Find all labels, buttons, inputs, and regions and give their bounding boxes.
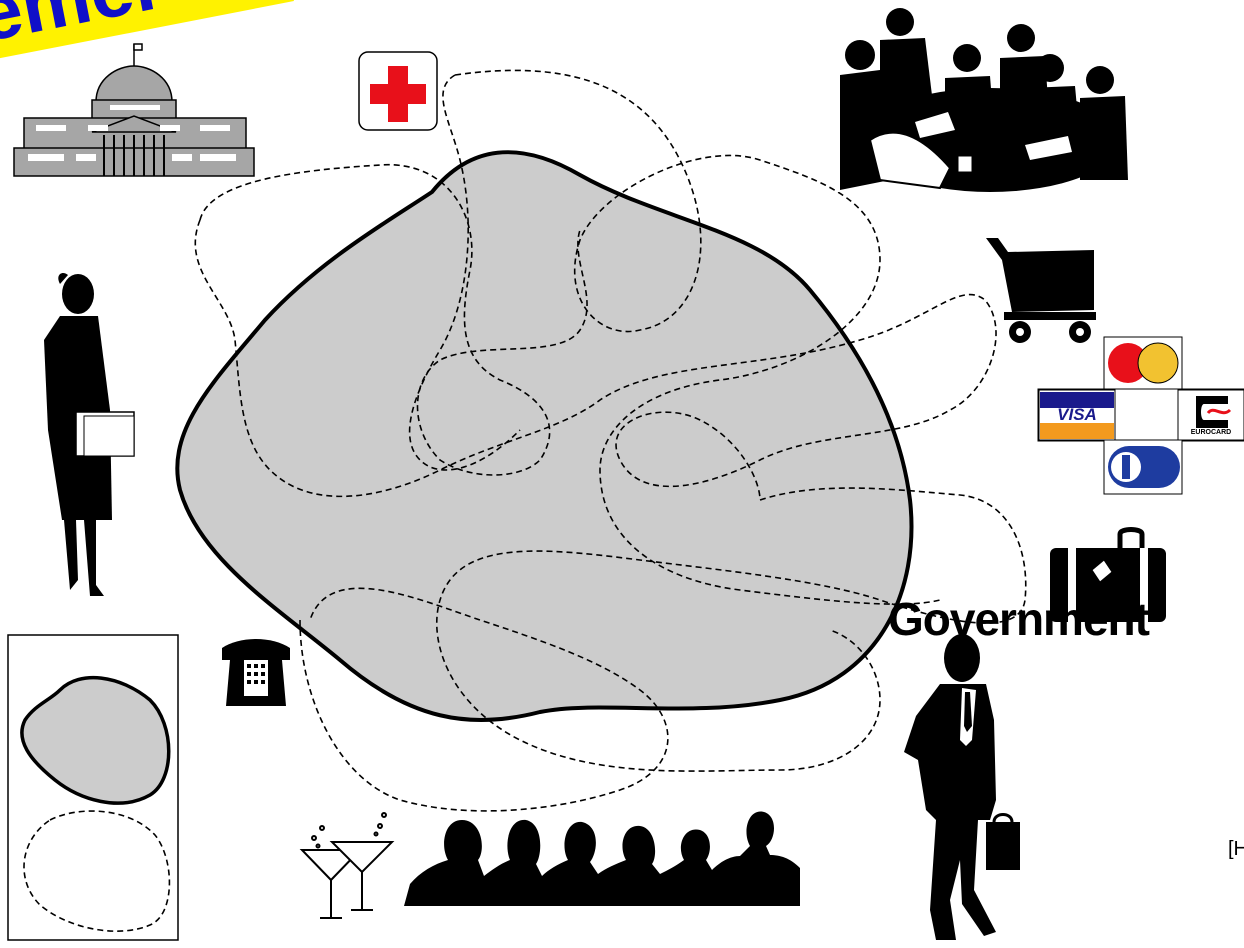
dashed-boundary <box>199 164 588 476</box>
cut-off-label: [H <box>1228 838 1244 860</box>
visa-card-label: VISA <box>1057 405 1097 424</box>
main-blob <box>175 150 914 723</box>
dashed-boundary <box>194 219 997 501</box>
dashed-boundary <box>436 487 1027 772</box>
business-meeting-icon <box>838 8 1130 192</box>
credit-cards-icon <box>1037 336 1244 495</box>
inset-legend-box <box>7 634 179 941</box>
businesswoman-icon <box>44 273 135 596</box>
government-label: Government <box>888 593 1150 645</box>
telephone-icon <box>222 639 290 706</box>
dashed-boundary <box>299 587 669 812</box>
cocktail-glasses-icon <box>299 812 395 919</box>
eurocard-label: EUROCARD <box>1190 429 1232 436</box>
shopping-cart-icon <box>986 238 1096 343</box>
inset-dashed-outline <box>23 810 171 932</box>
businessman-icon <box>904 634 1020 940</box>
inset-gray-blob <box>20 676 171 805</box>
first-aid-cross-icon <box>358 51 438 131</box>
government-building-icon <box>13 43 255 177</box>
dashed-boundary <box>454 69 941 605</box>
audience-silhouettes-icon <box>404 811 800 906</box>
dashed-boundaries <box>194 69 1027 812</box>
luggage-icon <box>1050 527 1166 622</box>
